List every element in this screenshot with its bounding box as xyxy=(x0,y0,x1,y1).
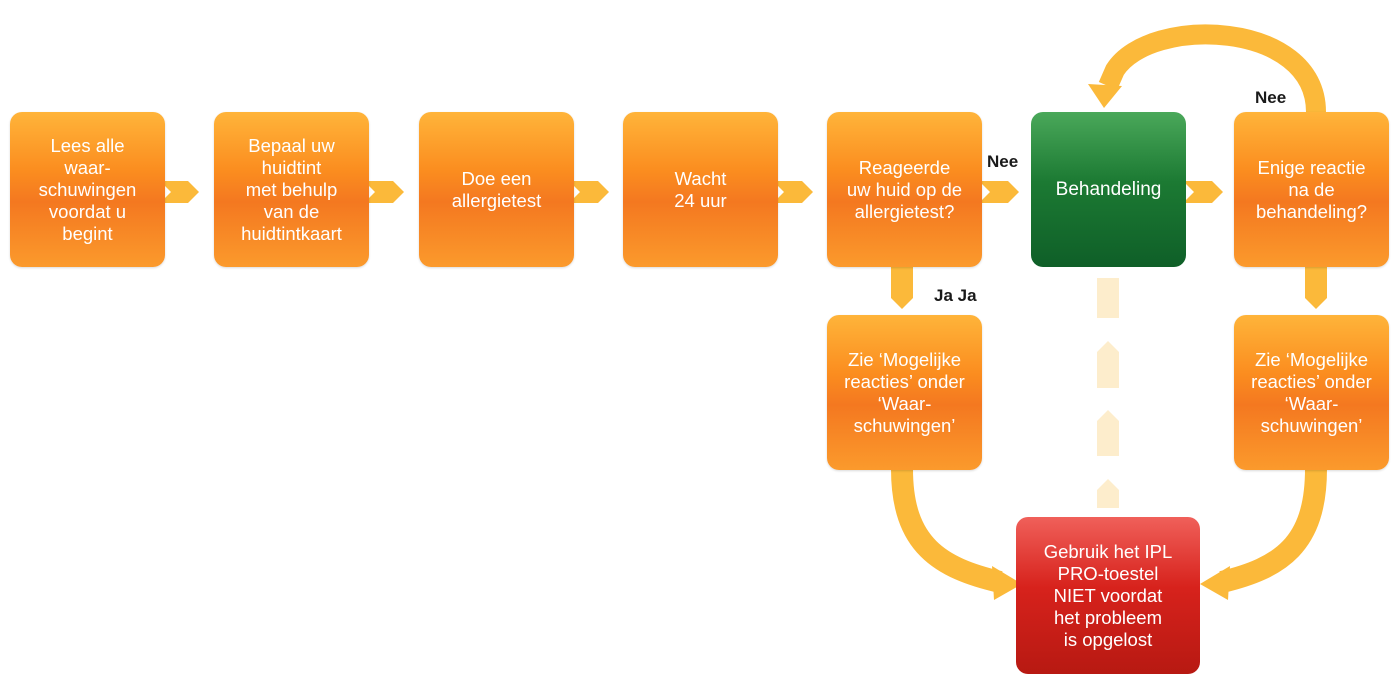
faded-return-arrows xyxy=(1097,278,1119,508)
arrow-step2-step3 xyxy=(364,181,404,203)
arrow-reactions2-stop xyxy=(1219,468,1327,593)
arrow-step4-step5 xyxy=(773,181,813,203)
arrow-loop-head xyxy=(1088,84,1122,108)
label-no-reaction: Nee xyxy=(1255,88,1287,107)
arrow-step1-step2 xyxy=(160,181,199,203)
arrow-reactions1-stop-head xyxy=(992,566,1022,600)
arrow-reactions1-stop xyxy=(891,468,1003,593)
label-no-allergy: Nee xyxy=(987,152,1019,171)
arrow-reactions2-stop-head xyxy=(1200,566,1230,600)
arrow-step3-step4 xyxy=(569,181,609,203)
arrow-step7-reactions2 xyxy=(1305,265,1327,309)
label-yes-allergy: Ja Ja xyxy=(934,286,977,305)
arrow-step5-reactions1 xyxy=(891,265,913,309)
arrow-treatment-step7 xyxy=(1183,181,1223,203)
step-treatment: Behandeling xyxy=(1031,112,1186,267)
arrow-step5-treatment xyxy=(979,181,1019,203)
arrow-loop-back-to-treatment xyxy=(1098,24,1326,113)
